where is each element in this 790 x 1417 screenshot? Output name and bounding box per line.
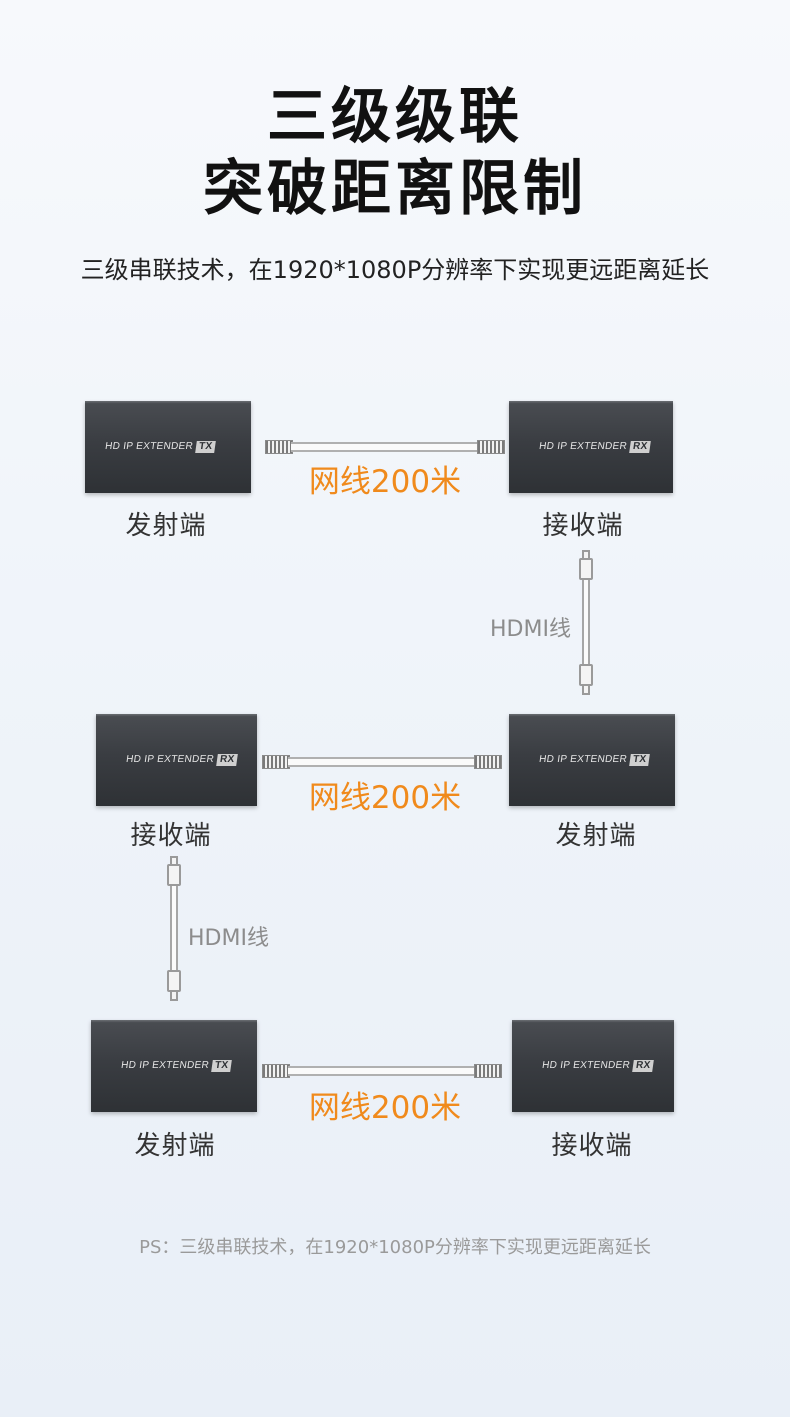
- title-line-1: 三级级联: [267, 82, 523, 152]
- hdmi-cable-2: [162, 856, 188, 1002]
- cable-label-3: 网线200米: [308, 1090, 462, 1126]
- subtitle: 三级串联技术，在1920*1080P分辨率下实现更远距离延长: [80, 256, 710, 284]
- caption-rx-2: 接收端: [130, 821, 212, 851]
- caption-tx-3: 发射端: [134, 1131, 216, 1161]
- rj45-plug-icon: [474, 1064, 502, 1078]
- hdmi-connector-icon: [167, 970, 181, 992]
- hdmi-connector-icon: [579, 558, 593, 580]
- device-tag: RX: [629, 441, 652, 453]
- caption-rx-1: 接收端: [542, 511, 624, 541]
- hdmi-plug-tip: [582, 550, 590, 559]
- device-tag: RX: [216, 754, 239, 766]
- device-tag: TX: [195, 441, 217, 453]
- hdmi-plug-tip: [582, 686, 590, 695]
- caption-tx-2: 发射端: [555, 821, 637, 851]
- footnote: PS：三级串联技术，在1920*1080P分辨率下实现更远距离延长: [139, 1237, 651, 1258]
- hdmi-plug-tip: [170, 992, 178, 1001]
- rj45-plug-icon: [474, 755, 502, 769]
- device-tag: TX: [629, 754, 651, 766]
- device-tag: RX: [632, 1060, 655, 1072]
- rj45-plug-icon: [477, 440, 505, 454]
- network-cable-3: [262, 1060, 502, 1082]
- hdmi-plug-tip: [170, 856, 178, 865]
- hdmi-wire: [582, 580, 590, 664]
- hdmi-label-2: HDMI线: [188, 926, 269, 951]
- cable-wire: [291, 442, 479, 452]
- network-cable-1: [265, 436, 505, 458]
- rj45-plug-icon: [265, 440, 293, 454]
- cable-wire: [288, 757, 476, 767]
- caption-tx-1: 发射端: [125, 511, 207, 541]
- hdmi-wire: [170, 886, 178, 970]
- hdmi-connector-icon: [167, 864, 181, 886]
- hdmi-connector-icon: [579, 664, 593, 686]
- rj45-plug-icon: [262, 1064, 290, 1078]
- cable-wire: [288, 1066, 476, 1076]
- rj45-plug-icon: [262, 755, 290, 769]
- cable-label-2: 网线200米: [308, 780, 462, 816]
- caption-rx-3: 接收端: [551, 1131, 633, 1161]
- title-line-2: 突破距离限制: [203, 154, 587, 224]
- hdmi-label-1: HDMI线: [490, 617, 571, 642]
- network-cable-2: [262, 751, 502, 773]
- cable-label-1: 网线200米: [308, 464, 462, 500]
- hdmi-cable-1: [574, 550, 600, 696]
- device-tag: TX: [211, 1060, 233, 1072]
